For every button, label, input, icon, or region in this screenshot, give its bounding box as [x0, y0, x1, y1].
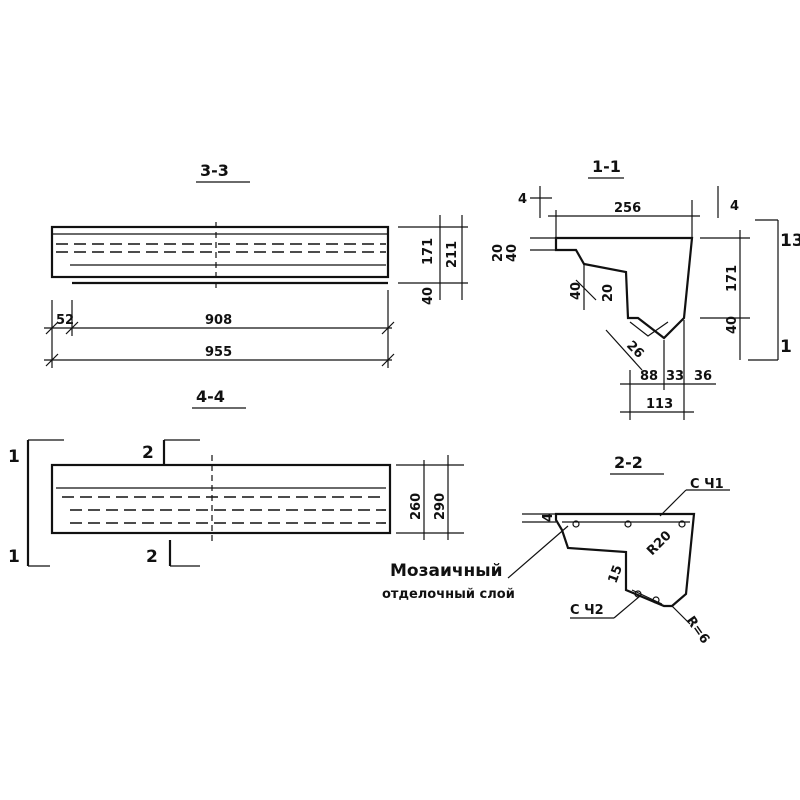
dim-40-left: 40 [421, 287, 436, 305]
section-1-1: 1-1 256 4 4 171 40 13 1 20 40 40 20 [491, 157, 800, 420]
dim-40-left-mid: 40 [569, 282, 584, 300]
section-4-4: 4-4 1 1 2 2 260 290 [8, 387, 464, 567]
label-cu2: С Ч2 [570, 603, 604, 618]
section-2-2-title: 2-2 [614, 453, 643, 472]
label-r20: R20 [644, 528, 674, 558]
dim-20-left: 20 [491, 244, 506, 262]
dim-171-left: 171 [421, 238, 436, 265]
label-finish: отделочный слой [382, 587, 515, 602]
dim-20-inner: 20 [601, 284, 616, 302]
mark-1-bottom: 1 [8, 547, 20, 567]
label-r6: R=6 [683, 614, 712, 647]
dim-256: 256 [614, 201, 641, 216]
dim-211-left: 211 [445, 241, 460, 268]
section-2-2-profile [554, 512, 696, 608]
section-1-1-profile [554, 236, 694, 340]
mark-1-3-bottom: 1 [780, 337, 792, 357]
dim-4-top: 4 [518, 192, 527, 207]
section-4-4-body [50, 463, 392, 535]
dim-955: 955 [205, 345, 232, 360]
dim-40-right: 40 [725, 316, 740, 334]
dim-40-left-top: 40 [505, 244, 520, 262]
dim-33: 33 [666, 369, 684, 384]
label-15: 15 [606, 563, 626, 585]
dim-4-top-right: 4 [730, 199, 739, 214]
section-3-3-title: 3-3 [200, 161, 229, 180]
label-cu1: С Ч1 [690, 477, 724, 492]
section-4-4-title: 4-4 [196, 387, 225, 406]
dim-290: 290 [433, 493, 448, 520]
dim-113: 113 [646, 397, 673, 412]
mark-1-3-top: 13 [780, 231, 800, 251]
mark-2-top: 2 [142, 443, 154, 463]
section-3-3-body [50, 225, 390, 279]
dim-88: 88 [640, 369, 658, 384]
dim-908: 908 [205, 313, 232, 328]
dim-36: 36 [694, 369, 712, 384]
section-3-3: 3-3 171 211 40 52 908 955 [44, 161, 468, 368]
label-mosaic: Мозаичный [390, 561, 503, 581]
dim-171-right: 171 [725, 265, 740, 292]
dim-260: 260 [409, 493, 424, 520]
section-1-1-title: 1-1 [592, 157, 621, 176]
section-2-2: 2-2 С Ч1 R20 15 4 Мозаичный отделочный с… [382, 453, 730, 647]
mark-2-bottom: 2 [146, 547, 158, 567]
mark-1-top: 1 [8, 447, 20, 467]
dim-26: 26 [623, 338, 646, 361]
label-4: 4 [541, 513, 556, 522]
dim-52: 52 [56, 313, 74, 328]
